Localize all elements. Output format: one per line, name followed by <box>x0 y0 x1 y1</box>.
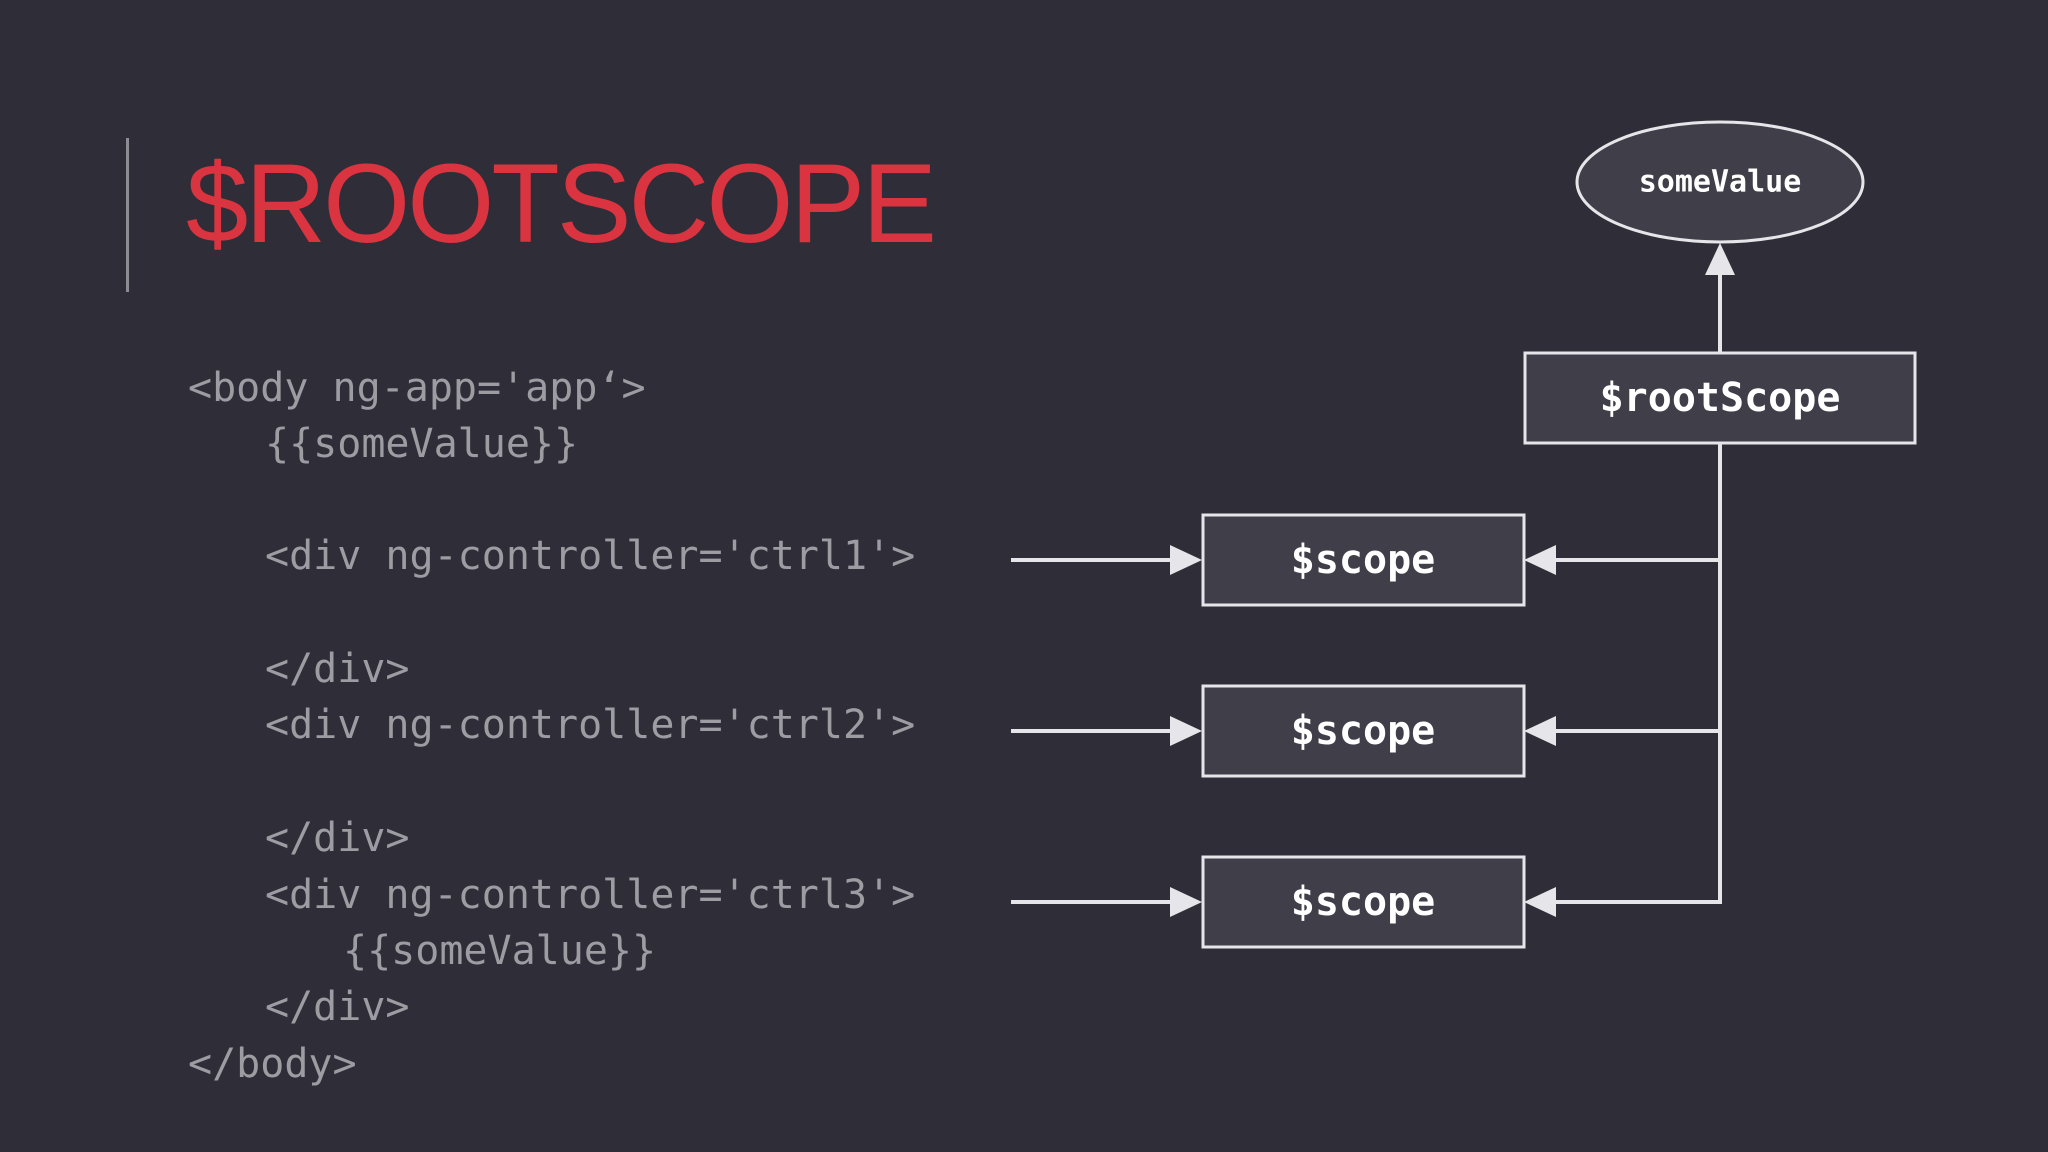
code-line-somevalue-binding-ctrl3: {{someValue}} <box>343 928 657 974</box>
scope-3-inbound-arrowhead <box>1524 887 1556 917</box>
root-scope-node-label: $rootScope <box>1600 375 1841 421</box>
code-line-ctrl1-close: </div> <box>265 646 410 692</box>
ctrl2-arrowhead <box>1170 716 1202 746</box>
scope-1-inbound-arrowhead <box>1524 545 1556 575</box>
scope-node-3: $scope <box>1201 855 1526 949</box>
ctrl1-arrowhead <box>1170 545 1202 575</box>
root-scope-node: $rootScope <box>1523 351 1917 445</box>
value-node: someValue <box>1575 120 1865 244</box>
scope-node-1: $scope <box>1201 513 1526 607</box>
code-line-body-close: </body> <box>188 1041 357 1087</box>
code-line-ctrl1-open: <div ng-controller='ctrl1'> <box>265 533 916 579</box>
scope-node-1-label: $scope <box>1291 537 1436 583</box>
scope-node-3-label: $scope <box>1291 879 1436 925</box>
ctrl3-arrowhead <box>1170 887 1202 917</box>
code-line-somevalue-binding: {{someValue}} <box>265 421 579 467</box>
scope-2-inbound-arrowhead <box>1524 716 1556 746</box>
code-line-body-open: <body ng-app='app‘> <box>188 365 646 411</box>
code-line-ctrl2-open: <div ng-controller='ctrl2'> <box>265 702 916 748</box>
slide-title: $ROOTSCOPE <box>186 141 937 266</box>
code-line-ctrl2-close: </div> <box>265 815 410 861</box>
scope-node-2: $scope <box>1201 684 1526 778</box>
scope-node-2-label: $scope <box>1291 708 1436 754</box>
root-trunk-connector <box>1550 443 1722 904</box>
code-line-ctrl3-open: <div ng-controller='ctrl3'> <box>265 872 916 918</box>
value-arrowhead <box>1705 243 1735 275</box>
code-line-ctrl3-close: </div> <box>265 984 410 1030</box>
value-node-label: someValue <box>1639 165 1802 200</box>
title-accent-rule <box>126 138 129 292</box>
